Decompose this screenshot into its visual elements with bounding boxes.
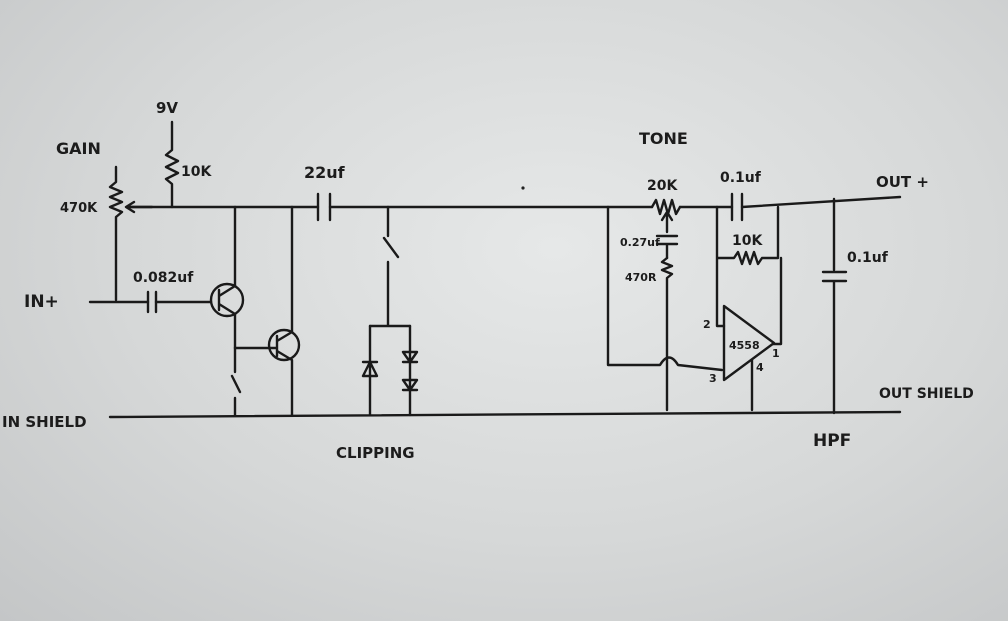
feedback-network [715, 205, 780, 328]
output-cap [730, 192, 744, 222]
tone-pot-label: 20K [647, 178, 678, 194]
signal-rail [128, 195, 902, 209]
supply-resistor [164, 120, 180, 209]
paper-dot [521, 186, 525, 190]
opamp-output [771, 256, 783, 346]
supply-res-label: 10K [181, 164, 212, 180]
feedback-res-label: 10K [732, 233, 763, 249]
q2-leads [233, 205, 294, 417]
output-label: OUT + [876, 173, 929, 191]
opamp-pin3-label: 3 [709, 372, 717, 385]
transistor-q2 [267, 328, 301, 362]
tone-cap-label: 0.27uf [620, 236, 660, 249]
clipping-switch [368, 205, 412, 328]
hpf-cap [821, 197, 848, 415]
tone-label: TONE [639, 129, 688, 148]
tone-cap [655, 234, 679, 260]
opamp-pin2-label: 2 [703, 318, 711, 331]
gain-label: GAIN [56, 139, 101, 158]
q1-leads [217, 205, 237, 350]
coupling-cap [316, 192, 332, 222]
supply-label: 9V [156, 99, 178, 117]
hpf-label: HPF [813, 431, 851, 451]
hpf-cap-label: 0.1uf [847, 250, 889, 266]
opamp-label: 4558 [729, 339, 760, 352]
coupling-cap-label: 22uf [304, 163, 346, 182]
diode-right [401, 324, 419, 417]
out-shield-label: OUT SHIELD [879, 386, 974, 402]
tone-wiper [660, 210, 674, 234]
gain-pot-label: 470K [60, 201, 98, 216]
tone-res-label: 470R [625, 271, 657, 284]
tone-pot [650, 198, 682, 216]
clipping-label: CLIPPING [336, 444, 415, 462]
input-label: IN+ [24, 292, 59, 312]
tone-resistor [660, 256, 674, 412]
transistor-q1 [209, 282, 245, 318]
diode-left [361, 324, 379, 417]
tone-loop [606, 205, 724, 372]
gain-switch [230, 346, 242, 417]
gain-pot-wiper [124, 200, 154, 214]
input-cap-label: 0.082uf [133, 270, 194, 286]
in-shield-label: IN SHIELD [2, 413, 87, 431]
input-cap [146, 290, 158, 314]
gain-potentiometer [108, 165, 124, 302]
ground-rail [108, 410, 902, 419]
opamp-4558 [722, 304, 776, 382]
opamp-pin1-label: 1 [772, 347, 780, 360]
output-cap-label: 0.1uf [720, 170, 762, 186]
opamp-pin4-label: 4 [756, 361, 764, 374]
